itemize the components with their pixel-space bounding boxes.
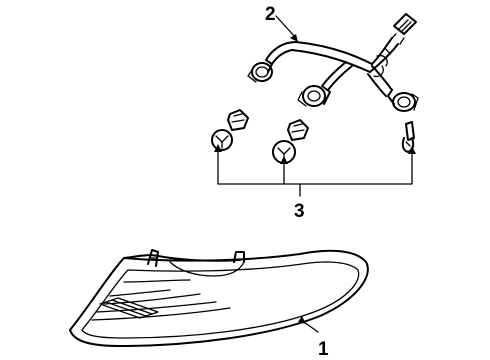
bulb-middle — [272, 119, 309, 164]
callout-1-label: 1 — [318, 339, 329, 360]
bulb-right-wedge — [401, 121, 415, 153]
bulb-left — [211, 109, 249, 151]
tail-lamp-assembly — [69, 249, 369, 347]
harness-socket-middle — [297, 85, 331, 107]
callout-3-leaders — [214, 144, 416, 197]
harness-connector — [391, 13, 417, 45]
wiring-harness — [265, 37, 399, 97]
callout-2-label: 2 — [265, 4, 276, 25]
callout-2-leader — [275, 15, 298, 42]
harness-socket-left — [247, 59, 273, 83]
harness-socket-right — [387, 89, 419, 112]
callout-1-leader — [298, 316, 319, 333]
callout-3-label: 3 — [294, 201, 305, 222]
